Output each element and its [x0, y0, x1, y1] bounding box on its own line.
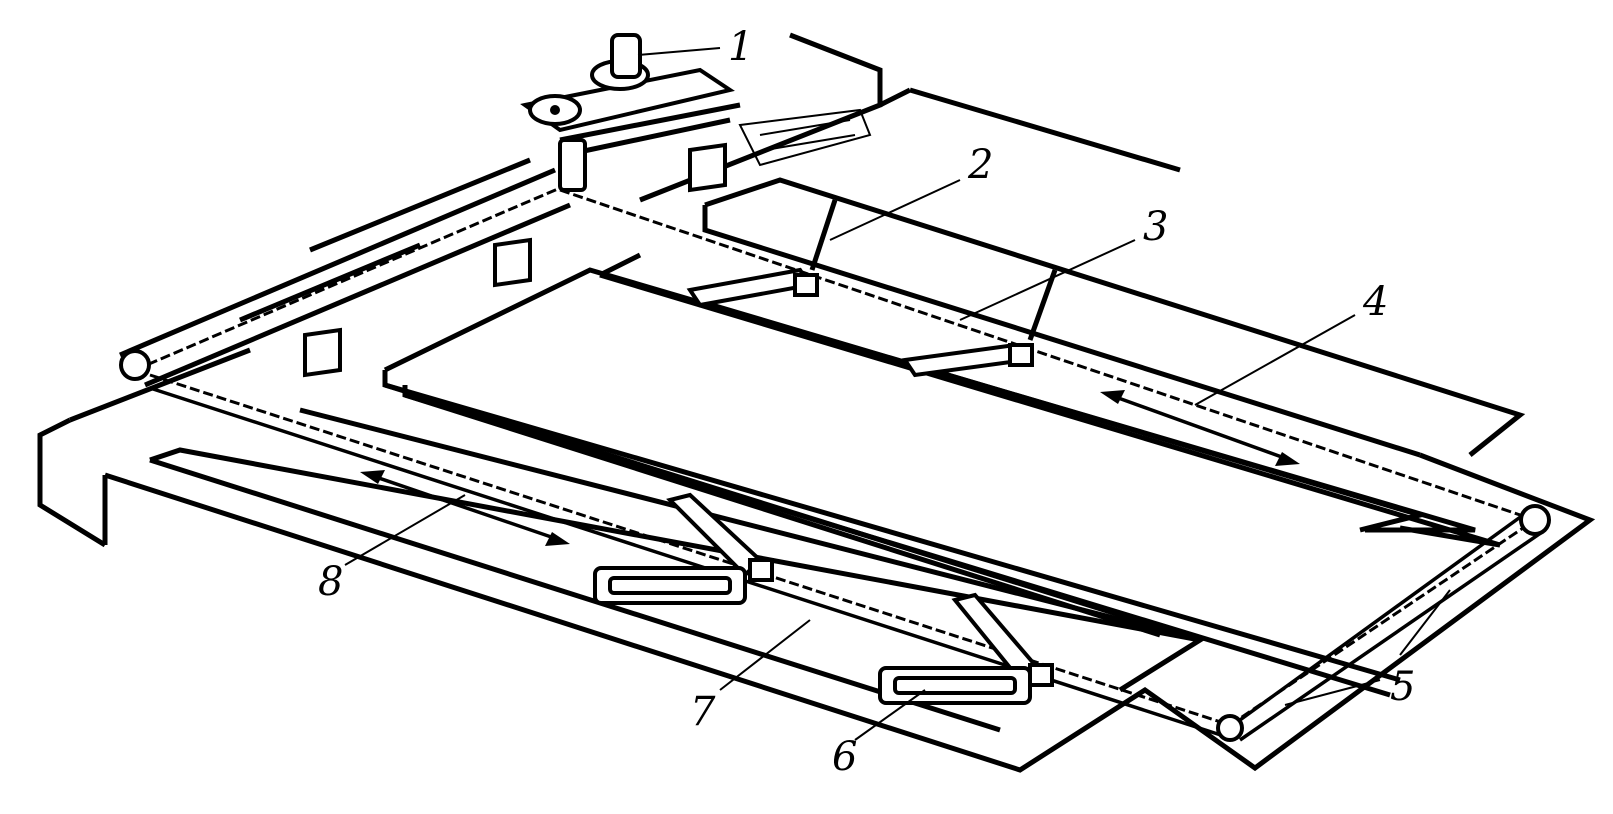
upper-carrier [598, 177, 1526, 548]
motion-arrows [360, 390, 1300, 546]
sprockets [119, 349, 1551, 742]
arrow-right-icon [545, 532, 570, 546]
main-table [382, 267, 1476, 698]
support-brackets [303, 142, 727, 378]
upper-frame [639, 32, 1181, 203]
arrow-right-icon [1275, 452, 1300, 466]
base-plate [37, 347, 1596, 773]
label-5: 5 [1390, 664, 1415, 710]
arrow-left-icon [1100, 390, 1125, 404]
label-7: 7 [690, 689, 716, 735]
pusher-arms-upper [686, 199, 1058, 378]
drive-unit [520, 33, 741, 192]
sprocket-front-icon [1216, 714, 1244, 742]
label-6: 6 [832, 734, 857, 780]
part-labels: 1 2 3 4 5 6 7 8 [318, 24, 1415, 780]
arrow-left-icon [360, 470, 385, 484]
label-3: 3 [1143, 204, 1168, 250]
left-rail [119, 157, 571, 388]
label-1: 1 [728, 24, 753, 70]
sprocket-right-icon [1519, 504, 1551, 536]
label-2: 2 [967, 142, 993, 188]
label-8: 8 [318, 559, 343, 605]
label-4: 4 [1362, 279, 1388, 325]
sprocket-left-icon [119, 349, 151, 381]
leader-lines [344, 47, 1451, 741]
lower-carrier [149, 407, 1207, 733]
